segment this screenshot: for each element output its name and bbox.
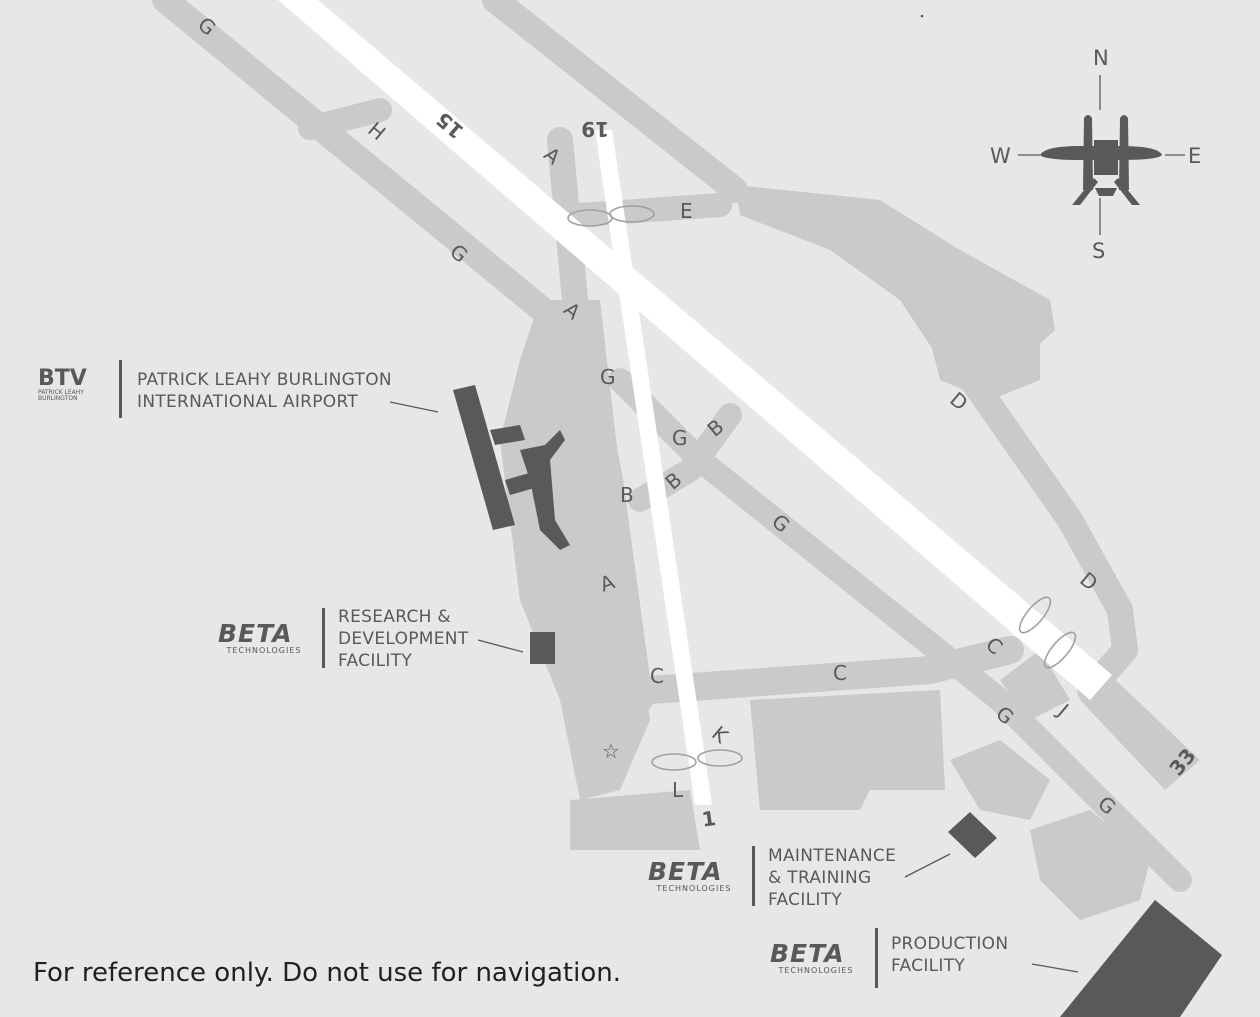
terminal-concourse (520, 430, 570, 550)
beta-logo-word: BETA (218, 619, 293, 648)
hold-marker (1018, 596, 1052, 634)
hold-marker (697, 749, 743, 767)
taxiway-h (298, 98, 392, 140)
disclaimer-text: For reference only. Do not use for navig… (33, 958, 621, 988)
aircraft-icon (1040, 115, 1162, 205)
compass-n: N (1093, 46, 1109, 70)
buildings (453, 385, 1222, 1017)
production-callout-line (1031, 963, 1079, 973)
taxiway-d (917, 307, 1138, 703)
rnd-facility-label: RESEARCH & DEVELOPMENT FACILITY (338, 607, 469, 671)
star-icon: ☆ (602, 739, 620, 763)
maintenance-divider (752, 846, 755, 906)
production-facility-label: PRODUCTION FACILITY (891, 934, 1009, 976)
runway-15-33 (278, 0, 1112, 700)
terminal-apron (500, 300, 650, 800)
taxiway-label: B (620, 483, 634, 507)
terminal-connector-1 (490, 425, 525, 445)
map-dot (920, 14, 924, 18)
maintenance-facility-building (948, 812, 997, 858)
rnd-divider (322, 608, 325, 668)
airport-callout-line (389, 401, 439, 413)
production-facility-building (1060, 900, 1222, 1017)
runway-1-19 (595, 130, 712, 805)
beta-logo-word: BETA (770, 939, 845, 968)
hold-marker (609, 205, 655, 223)
beta-logo-maintenance: BETA TECHNOLOGIES (648, 857, 740, 893)
taxiway-label: E (680, 199, 693, 223)
maintenance-callout-line (904, 853, 951, 878)
apron-areas (500, 185, 1150, 920)
beta-logo-word: BETA (648, 857, 723, 886)
terminal-building (453, 385, 515, 530)
airport-divider (119, 360, 122, 418)
hold-markers (567, 205, 1077, 771)
callout-lines (389, 401, 1079, 973)
runway-33-pad (1080, 670, 1200, 790)
production-divider (875, 928, 878, 988)
runways (278, 0, 1112, 805)
maintenance-facility-label: MAINTENANCE & TRAINING FACILITY (768, 846, 897, 910)
taxiway-g-north (152, 0, 568, 333)
taxiway-g-diagonal (608, 368, 1192, 892)
runway-1-number: 1 (700, 806, 717, 832)
beta-logo-sub: TECHNOLOGIES (226, 646, 302, 655)
taxiway-label: C (650, 664, 664, 688)
taxiway-label: K (707, 721, 733, 748)
btv-logo: BTV PATRICK LEAHY BURLINGTON (38, 368, 106, 402)
taxiway-label: C (833, 661, 847, 685)
hold-marker (651, 753, 697, 771)
beta-logo-rnd: BETA TECHNOLOGIES (218, 619, 310, 655)
compass-s: S (1092, 239, 1105, 263)
btv-logo-subtext: PATRICK LEAHY BURLINGTON (38, 389, 84, 402)
maintenance-apron (950, 740, 1050, 820)
airport-name: PATRICK LEAHY BURLINGTON INTERNATIONAL A… (137, 370, 392, 412)
compass-rose: N S W E (990, 46, 1201, 263)
btv-logo-text: BTV (38, 366, 87, 391)
rnd-facility-building (530, 632, 555, 664)
taxiway-label: G (672, 426, 688, 450)
taxiway-label: G (600, 365, 616, 389)
east-apron (930, 320, 1040, 400)
taxiway-upper-east (482, 0, 748, 203)
beta-logo-sub: TECHNOLOGIES (778, 966, 854, 975)
hold-marker (1043, 631, 1077, 669)
runway-19-number: 19 (581, 117, 609, 141)
southeast-apron (750, 690, 945, 810)
beta-logo-sub: TECHNOLOGIES (656, 884, 732, 893)
production-apron (1030, 810, 1150, 920)
compass-w: W (990, 144, 1011, 168)
taxiway-c (636, 636, 1024, 704)
south-apron (570, 790, 700, 850)
taxiway-label: L (672, 778, 684, 802)
rnd-callout-line (477, 639, 524, 653)
taxiway-c-junction (1000, 650, 1070, 720)
compass-e: E (1188, 144, 1201, 168)
beta-logo-production: BETA TECHNOLOGIES (770, 939, 862, 975)
